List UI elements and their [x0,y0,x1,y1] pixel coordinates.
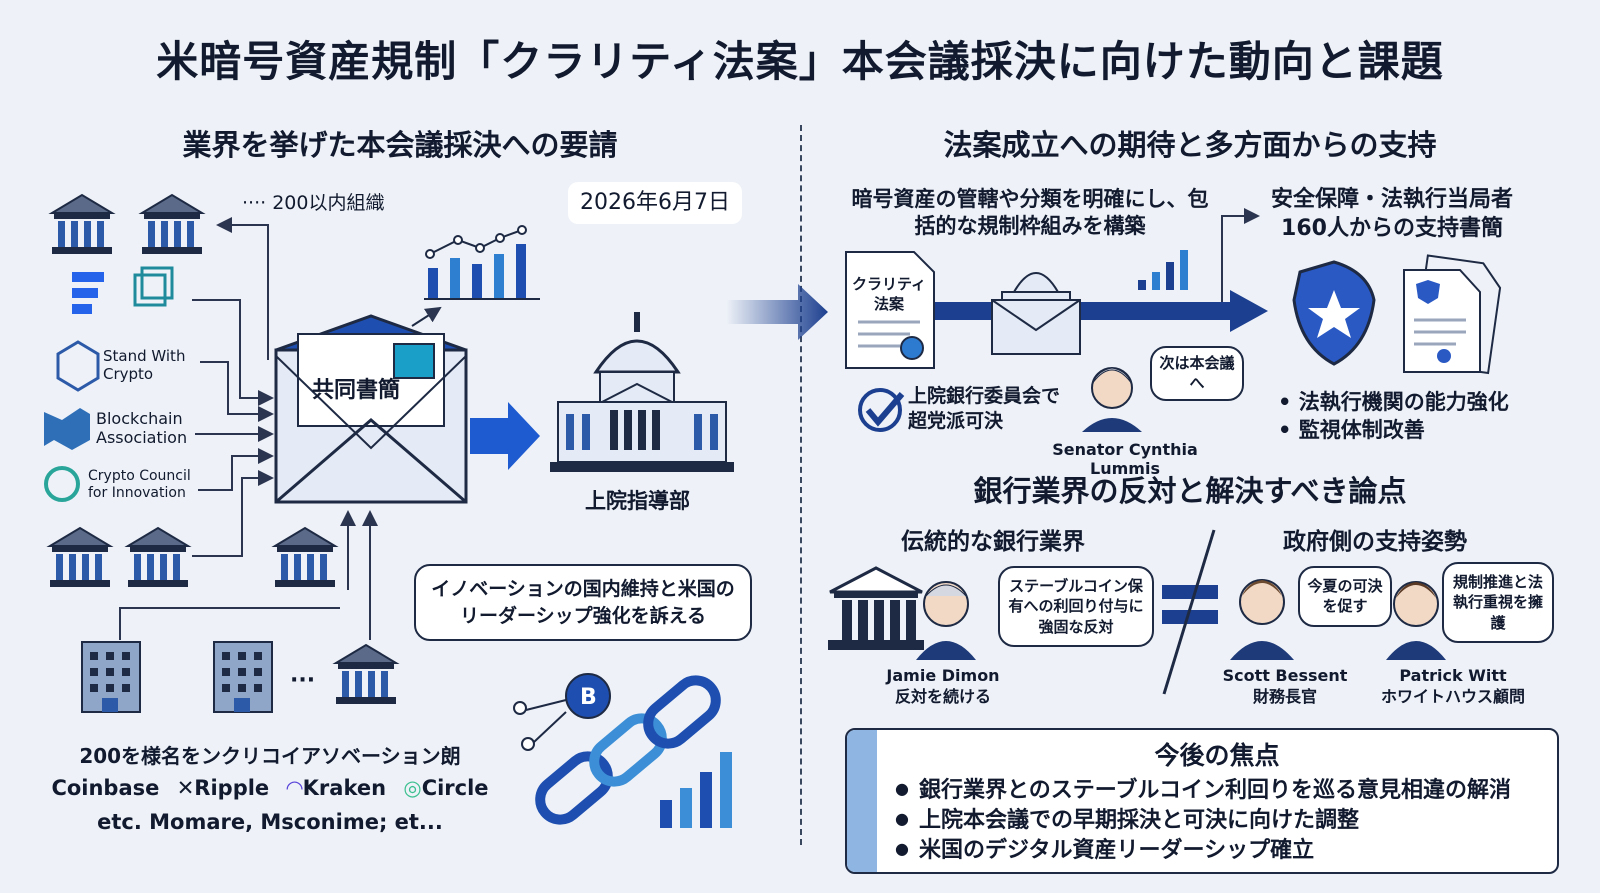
ellipsis: ··· [290,668,316,693]
focus-item: 米国のデジタル資産リーダーシップ確立 [895,832,1314,864]
orgs-count-label: ···· 200以内組織 [242,192,385,214]
support-letter-title: 安全保障・法執行当局者160人からの支持書簡 [1270,187,1513,241]
right-heading: 法案成立への期待と多方面からの支持 [943,128,1437,162]
dimon-bubble: ステーブルコイン保有への利回り付与に強固な反対 [998,566,1154,647]
envelope-icon [991,299,1081,355]
witt-role: ホワイトハウス顧問 [1380,686,1525,706]
bessent-bubble: 今夏の可決を促す [1298,566,1392,627]
witt-caption: Patrick Witt ホワイトハウス顧問 [1368,666,1538,708]
company-coinbase: Coinbase [51,776,160,800]
bill-description: 暗号資産の管轄や分類を明確にし、包括的な規制枠組みを構築 [851,187,1209,239]
government-side-label: 政府側の支持姿勢 [1283,529,1467,555]
banking-heading: 銀行業界の反対と解決すべき論点 [973,474,1407,508]
bill-document-icon [845,251,935,369]
circle-logo-icon: ◎ [403,776,422,800]
bill-document-label: クラリティ法案 [851,275,927,313]
svg-text:B: B [580,685,597,710]
bank-icon [51,194,113,255]
focus-item: 上院本会議での早期採決と可決に向けた調整 [895,802,1359,834]
bottom-orgs-line: 200を様名をンクリコイアソベーション朗 [79,744,461,768]
company-list: Coinbase ✕Ripple ◠Kraken ◎Circle [40,776,500,800]
lummis-name: Senator Cynthia Lummis [1052,440,1198,478]
bessent-avatar [1230,579,1294,660]
focus-title: 今後の焦点 [1154,741,1280,770]
dimon-caption: Jamie Dimon 反対を続ける [868,666,1018,708]
org-blockchain-association: Blockchain Association [96,409,188,448]
dimon-avatar [916,581,976,660]
building-icon [81,641,141,713]
committee-passed-label: 上院銀行委員会で超党派可決 [908,385,1061,432]
bessent-name: Scott Bessent [1222,666,1348,685]
support-letter-icon [1403,254,1502,375]
chain-icon [535,675,721,825]
section-divider [800,125,802,845]
letter-label: 共同書簡 [312,378,401,403]
company-kraken: Kraken [302,776,387,800]
bar-chart-icon [1138,250,1188,290]
witt-avatar [1386,581,1446,660]
blockchain-association-logo-icon [44,408,90,450]
not-equal-icon [1162,529,1218,695]
dimon-role: 反対を続ける [894,686,991,706]
bar-chart-icon [411,225,540,327]
senate-leadership-label: 上院指導部 [585,489,690,513]
bessent-role: 財務長官 [1252,686,1317,706]
bank-icon [127,527,189,588]
right-diagram [726,208,1502,695]
ripple-logo-icon: ✕ [176,776,195,800]
building-icon [213,641,273,713]
bessent-caption: Scott Bessent 財務長官 [1210,666,1360,708]
support-bullet: 監視体制改善 [1278,416,1509,444]
lummis-avatar [1082,367,1142,432]
kraken-logo-icon: ◠ [286,776,303,800]
focus-item: 銀行業界とのステーブルコイン利回りを巡る意見相違の解消 [895,772,1511,804]
bank-icon [49,527,111,588]
capitol-icon [1001,272,1071,303]
police-badge-icon [1292,260,1376,366]
bitcoin-icon [565,673,611,719]
support-bullet: 法執行機関の能力強化 [1278,388,1509,416]
company-ripple: Ripple [194,776,270,800]
witt-name: Patrick Witt [1399,666,1507,685]
left-heading: 業界を挙げた本会議採決への要請 [182,128,618,162]
crypto-council-logo-icon [44,466,80,502]
check-icon [858,388,905,432]
bank-icon [141,194,203,255]
bank-icon [335,644,397,705]
focus-accent-band [847,730,877,872]
lummis-bubble: 次は本会議へ [1150,346,1244,401]
stand-with-crypto-logo-icon [56,340,100,392]
support-bullets: 法執行機関の能力強化 監視体制改善 [1278,388,1509,445]
org-crypto-council: Crypto Council for Innovation [88,468,191,501]
bar-chart-icon [660,752,732,828]
date-badge: 2026年6月7日 [568,182,742,224]
callout-bubble: イノベーションの国内維持と米国のリーダーシップ強化を訴える [414,564,752,642]
transition-arrow-icon [726,284,828,340]
company-circle: Circle [421,776,489,800]
blockchain-cube-icon [133,266,174,307]
envelope-icon [274,314,468,504]
capitol-icon [550,312,734,472]
future-focus-panel: 今後の焦点 銀行業界とのステーブルコイン利回りを巡る意見相違の解消 上院本会議で… [845,728,1559,874]
traditional-bank-label: 伝統的な銀行業界 [901,529,1085,555]
page-title: 米暗号資産規制「クラリティ法案」本会議採決に向けた動向と課題 [156,37,1444,86]
left-diagram: B [44,194,734,828]
org-stand-with-crypto: Stand With Crypto [103,347,186,383]
company-list-more: etc. Momare, Msconime; et... [97,810,443,834]
dimon-name: Jamie Dimon [886,666,1000,685]
witt-bubble: 規制推進と法執行重視を擁護 [1442,562,1554,643]
bank-icon [828,566,924,650]
arrow-icon [470,402,540,470]
exchange-logo-icon [72,272,104,314]
bank-icon [274,527,336,588]
